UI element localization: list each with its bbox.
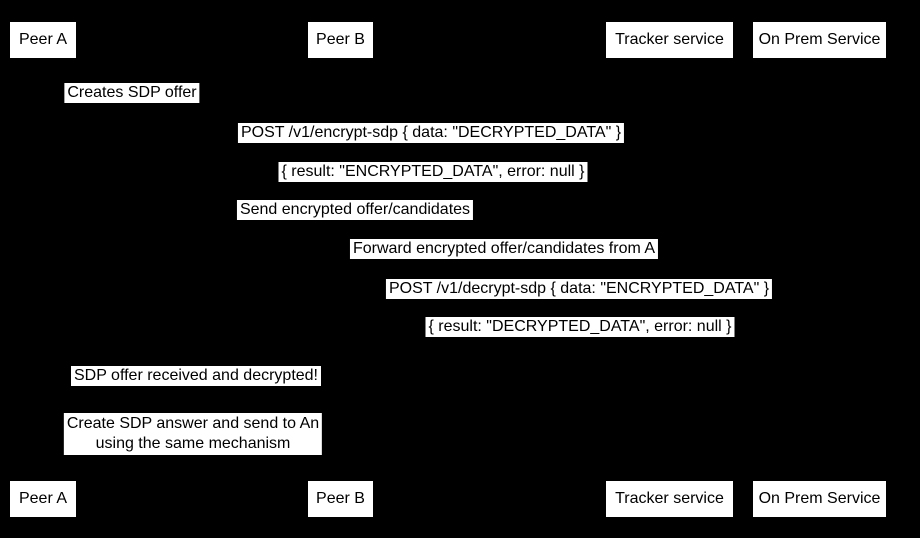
message-encrypt-result: { result: "ENCRYPTED_DATA", error: null … — [278, 162, 588, 182]
participant-tracker-service-bottom: Tracker service — [606, 481, 733, 517]
message-post-decrypt-sdp: POST /v1/decrypt-sdp { data: "ENCRYPTED_… — [385, 279, 773, 299]
note-creates-sdp-offer: Creates SDP offer — [64, 83, 200, 103]
note-create-sdp-answer: Create SDP answer and send to An using t… — [63, 413, 323, 455]
note-sdp-offer-received: SDP offer received and decrypted! — [71, 366, 321, 386]
message-send-encrypted-offer: Send encrypted offer/candidates — [236, 200, 474, 220]
message-decrypt-result: { result: "DECRYPTED_DATA", error: null … — [425, 317, 735, 337]
participant-peer-a-bottom: Peer A — [10, 481, 76, 517]
participant-on-prem-service-top: On Prem Service — [753, 22, 886, 58]
participant-tracker-service-top: Tracker service — [606, 22, 733, 58]
message-forward-encrypted-offer: Forward encrypted offer/candidates from … — [349, 239, 659, 259]
participant-peer-a-top: Peer A — [10, 22, 76, 58]
participant-on-prem-service-bottom: On Prem Service — [753, 481, 886, 517]
message-post-encrypt-sdp: POST /v1/encrypt-sdp { data: "DECRYPTED_… — [237, 123, 625, 143]
participant-peer-b-top: Peer B — [308, 22, 373, 58]
participant-peer-b-bottom: Peer B — [308, 481, 373, 517]
